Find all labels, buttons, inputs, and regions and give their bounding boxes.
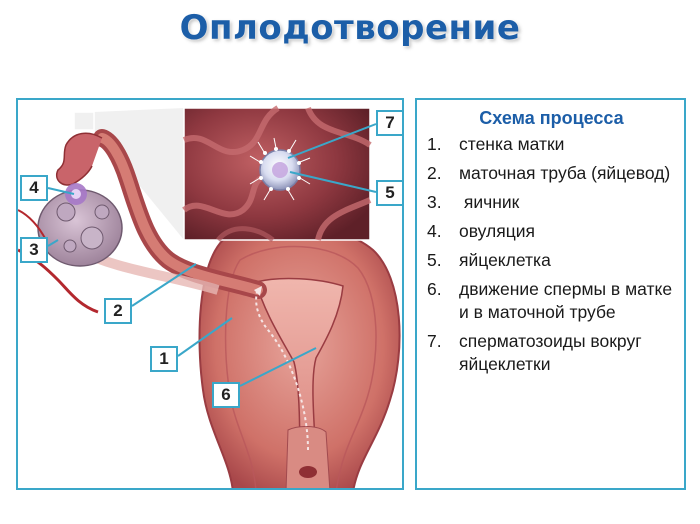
callout-7: 7 [376,110,402,136]
legend-text: движение спермы в матке и в маточной тру… [459,279,673,322]
legend-item: 1. стенка матки [427,133,676,156]
legend-item: 2. маточная труба (яйцевод) [427,162,676,185]
legend-heading: Схема процесса [479,108,624,128]
legend-text: яйцеклетка [459,250,551,270]
legend-panel: Схема процесса 1. стенка матки 2. маточн… [415,98,686,490]
legend-item: 5. яйцеклетка [427,249,676,272]
callout-3: 3 [20,237,48,263]
fallopian-tube [56,129,267,299]
legend-text: яичник [459,192,520,212]
legend-list: 1. стенка матки 2. маточная труба (яйцев… [427,133,676,376]
legend-number: 3. [427,192,442,212]
legend-number: 1. [427,134,442,154]
callout-5: 5 [376,180,402,206]
legend-number: 2. [427,163,442,183]
legend-item: 4. овуляция [427,220,676,243]
callout-1: 1 [150,346,178,372]
magnified-view [182,105,372,243]
legend-item: 6. движение спермы в матке и в маточной … [427,278,676,324]
uterus [198,224,401,488]
legend-number: 4. [427,221,442,241]
callout-4: 4 [20,175,48,201]
page-title: Оплодотворение [179,8,521,48]
legend-text: овуляция [459,221,535,241]
callout-2: 2 [104,298,132,324]
legend-number: 7. [427,331,442,351]
zoom-source-box [73,111,95,131]
sperm-cells [249,137,311,201]
anatomy-illustration [18,105,401,488]
ovary [37,183,123,267]
legend-number: 6. [427,279,442,299]
legend-text: маточная труба (яйцевод) [459,163,671,183]
zoom-wedge [74,108,184,240]
callout-leaders [47,123,377,387]
sperm-path [255,287,309,451]
callout-6: 6 [212,382,240,408]
legend-number: 5. [427,250,442,270]
legend-item: 3. яичник [427,191,676,214]
legend-text: стенка матки [459,134,565,154]
legend-item: 7. сперматозоиды вокруг яйцеклетки [427,330,676,376]
anatomy-illustration-panel: 7 5 4 3 2 1 6 [16,98,404,490]
legend-text: сперматозоиды вокруг яйцеклетки [459,331,642,374]
